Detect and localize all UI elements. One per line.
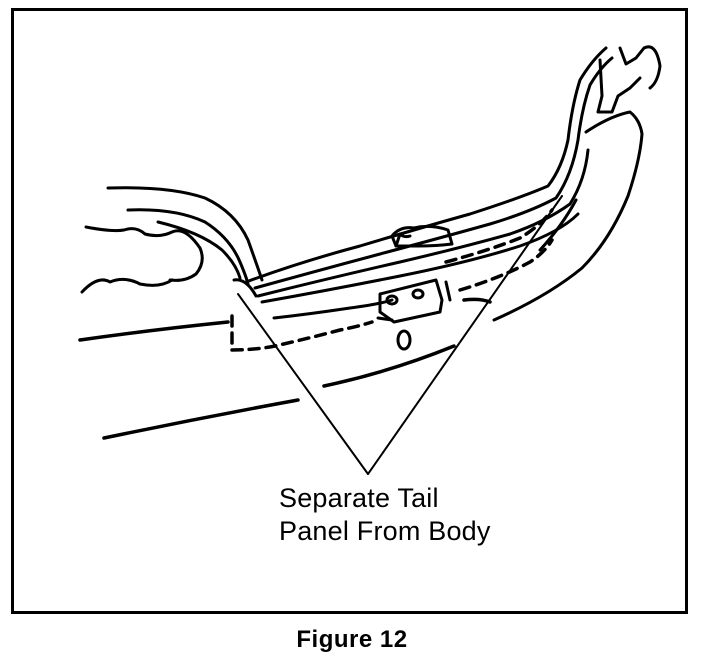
latch-assembly (376, 224, 454, 351)
figure-frame (11, 8, 688, 614)
figure-caption: Figure 12 (296, 626, 408, 653)
separation-dashed-lines (230, 208, 554, 352)
left-body-contours (80, 186, 264, 294)
callout-leader-lines (237, 195, 563, 475)
tail-panel-callout: Separate Tail Panel From Body (279, 482, 491, 548)
callout-line-2: Panel From Body (279, 516, 491, 546)
callout-line-1: Separate Tail (279, 483, 439, 513)
tail-panel-upper-edges (232, 45, 662, 322)
lower-body-lines (78, 297, 492, 440)
